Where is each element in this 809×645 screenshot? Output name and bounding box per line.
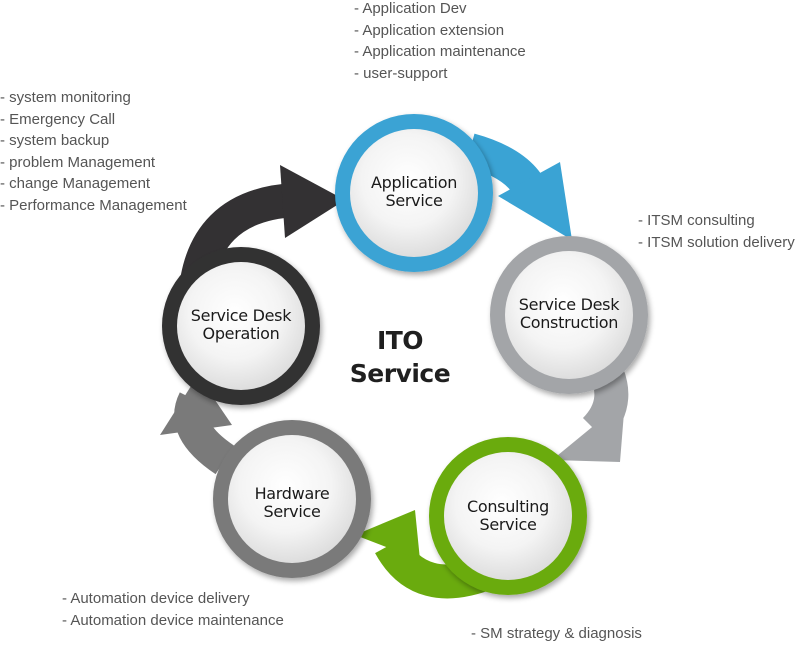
note-item: - Performance Management <box>0 196 187 214</box>
note-item: - Application Dev <box>354 0 467 17</box>
label-service-desk-construction: Service Desk Construction <box>494 296 644 332</box>
notes-hardware: - Automation device delivery - Automatio… <box>62 588 284 631</box>
node-hardware-service <box>213 420 371 578</box>
note-item: - Application extension <box>354 21 505 39</box>
notes-operation: - system monitoring - Emergency Call - s… <box>0 87 187 216</box>
label-line: Construction <box>519 313 619 332</box>
label-service-desk-operation: Service Desk Operation <box>166 307 316 343</box>
label-line: Application <box>370 173 458 192</box>
note-item: - Automation device delivery <box>62 590 250 607</box>
notes-consulting: - SM strategy & diagnosis <box>471 623 642 645</box>
label-application-service: Application Service <box>344 174 484 210</box>
note-item: - user-support <box>354 64 448 82</box>
label-line: Operation <box>202 324 280 343</box>
label-line: Consulting <box>466 497 550 516</box>
node-application-service <box>335 114 493 272</box>
note-item: - ITSM solution delivery <box>638 233 795 251</box>
note-item: - ITSM consulting <box>638 212 755 229</box>
notes-application: - Application Dev - Application extensio… <box>354 0 526 84</box>
note-item: - change Management <box>0 175 151 192</box>
label-line: Service <box>385 191 443 210</box>
notes-construction: - ITSM consulting - ITSM solution delive… <box>638 210 795 253</box>
arrow-hardware-to-operation <box>160 375 235 475</box>
label-line: Service <box>479 515 537 534</box>
note-item: - problem Management <box>0 153 156 171</box>
center-title-line: ITO <box>376 326 424 355</box>
center-title: ITO Service <box>340 324 460 390</box>
label-hardware-service: Hardware Service <box>222 485 362 521</box>
note-item: - Application maintenance <box>354 43 526 60</box>
label-line: Hardware <box>254 484 330 503</box>
label-line: Service Desk <box>190 306 292 325</box>
note-item: - Automation device maintenance <box>62 611 284 629</box>
label-consulting-service: Consulting Service <box>438 498 578 534</box>
node-service-desk-construction <box>490 236 648 394</box>
note-item: - Emergency Call <box>0 110 116 128</box>
label-line: Service Desk <box>518 295 620 314</box>
center-title-line: Service <box>349 359 451 388</box>
note-item: - system backup <box>0 132 110 149</box>
note-item: - SM strategy & diagnosis <box>471 625 642 642</box>
label-line: Service <box>263 502 321 521</box>
node-service-desk-operation <box>162 247 320 405</box>
note-item: - system monitoring <box>0 89 131 106</box>
node-consulting-service <box>429 437 587 595</box>
